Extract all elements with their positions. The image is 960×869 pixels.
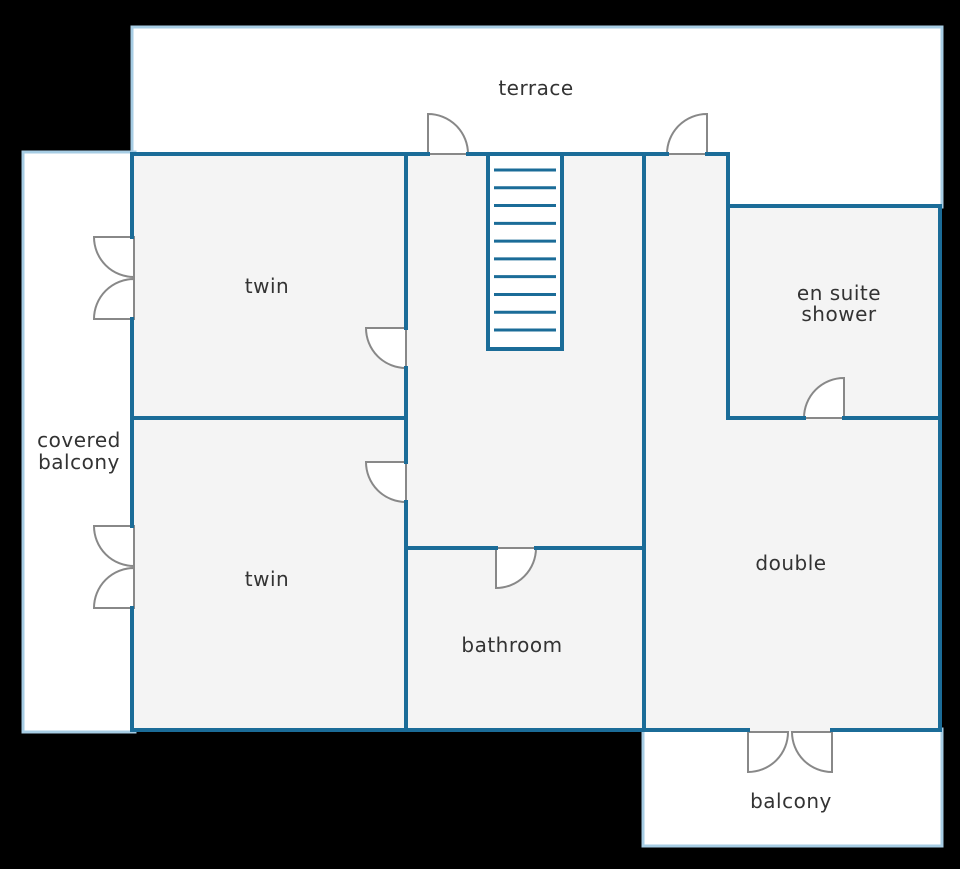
label-covered-balcony-line1: covered <box>37 428 121 452</box>
label-terrace: terrace <box>498 76 573 100</box>
balcony-door-bottom-lower <box>92 566 135 609</box>
label-double: double <box>755 551 826 575</box>
label-twin-top: twin <box>245 274 289 298</box>
twin-top-door <box>364 327 407 370</box>
walls <box>130 152 942 732</box>
label-balcony: balcony <box>750 789 832 813</box>
label-covered-balcony-line2: balcony <box>38 450 120 474</box>
balcony-door-right <box>790 731 833 774</box>
balcony-door-bottom-upper <box>92 525 135 568</box>
terrace-door-right <box>665 112 708 155</box>
staircase-frame <box>486 152 564 351</box>
doors <box>92 112 845 774</box>
label-twin-bottom: twin <box>245 567 289 591</box>
bathroom-door <box>495 547 538 590</box>
label-en-suite-line2: shower <box>801 302 876 326</box>
balcony-door-top-lower <box>92 277 135 320</box>
label-en-suite-line1: en suite <box>797 281 881 305</box>
interior-floor <box>132 152 942 732</box>
staircase-treads <box>494 168 556 332</box>
twin-bottom-door <box>364 461 407 504</box>
en-suite-door <box>802 376 845 419</box>
label-bathroom: bathroom <box>461 633 562 657</box>
balcony-door-top-upper <box>92 236 135 279</box>
balcony-area <box>641 727 944 848</box>
terrace-door-left <box>427 112 470 155</box>
staircase <box>486 152 564 351</box>
balcony-door-left <box>747 731 790 774</box>
